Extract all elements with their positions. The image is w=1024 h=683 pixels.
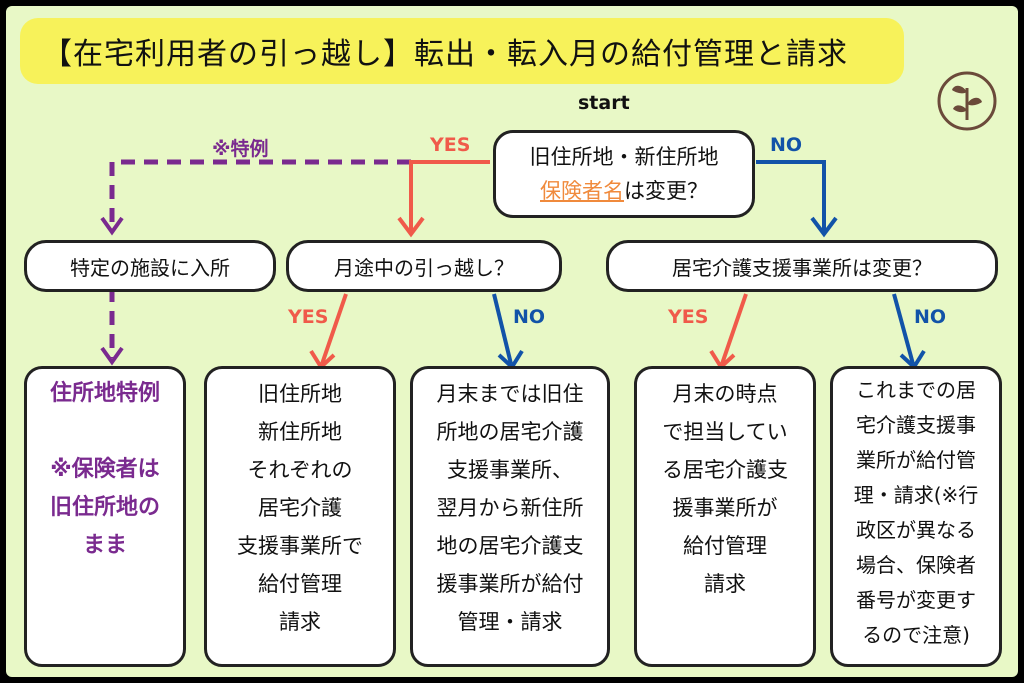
label-tokurei: ※特例	[212, 138, 269, 160]
result-line: 住所地特例	[49, 381, 160, 406]
result-previous-office: これまでの居 宅介護支援事 業所が給付管 理・請求(※行 政区が異なる 場合、保…	[830, 366, 1002, 667]
result-line: ※保険者は	[50, 457, 160, 482]
result-line: 援事業所が	[672, 496, 778, 520]
result-line: 新住所地	[258, 420, 342, 444]
label-no-3: NO	[914, 306, 947, 328]
result-line: 給付管理	[683, 534, 767, 558]
result-line: 支援事業所、	[447, 458, 573, 482]
question-mid-month-move: 月途中の引っ越し？	[286, 240, 562, 292]
result-line: 地の居宅介護支	[436, 534, 584, 558]
result-line: るので注意)	[862, 623, 970, 647]
result-line: 政区が異なる	[856, 518, 976, 542]
diagram-frame: 【在宅利用者の引っ越し】転出・転入月の給付管理と請求	[6, 6, 1018, 677]
result-line: 所地の居宅介護	[436, 420, 584, 444]
result-until-month-end: 月末までは旧住 所地の居宅介護 支援事業所、 翌月から新住所 地の居宅介護支 援…	[410, 366, 610, 667]
result-tokurei: 住所地特例 ※保険者は 旧住所地の まま	[24, 366, 186, 667]
result-line: 給付管理	[258, 572, 342, 596]
result-line: まま	[82, 533, 127, 558]
label-no-1: NO	[770, 134, 803, 156]
label-yes-2: YES	[288, 306, 329, 328]
result-line: 場合、保険者	[856, 553, 976, 577]
result-end-of-month-office: 月末の時点 で担当してい る居宅介護支 援事業所が 給付管理 請求	[634, 366, 816, 667]
result-line	[27, 413, 183, 451]
question-line1: 旧住所地・新住所地	[529, 145, 719, 169]
label-yes-1: YES	[430, 134, 471, 156]
label-no-2: NO	[513, 306, 546, 328]
result-line: 宅介護支援事	[856, 413, 976, 437]
node-facility-admission: 特定の施設に入所	[24, 240, 276, 292]
question-line2: 保険者名は変更？	[540, 174, 708, 208]
insurer-name-highlight: 保険者名	[540, 179, 624, 203]
question-office-change: 居宅介護支援事業所は変更？	[606, 240, 998, 292]
result-line: これまでの居	[856, 378, 976, 402]
result-line: 請求	[279, 610, 321, 634]
result-line: 月末までは旧住	[436, 382, 584, 406]
page-title: 【在宅利用者の引っ越し】転出・転入月の給付管理と請求	[20, 18, 904, 84]
result-both-offices: 旧住所地 新住所地 それぞれの 居宅介護 支援事業所で 給付管理 請求	[204, 366, 396, 667]
result-line: 居宅介護	[258, 496, 342, 520]
result-line: で担当してい	[662, 420, 788, 444]
result-line: 番号が変更す	[856, 588, 976, 612]
sprout-icon	[936, 70, 998, 132]
label-yes-3: YES	[668, 306, 709, 328]
result-line: 請求	[704, 572, 746, 596]
result-line: 理・請求(※行	[853, 483, 979, 507]
result-line: それぞれの	[247, 458, 353, 482]
result-line: 援事業所が給付	[436, 572, 584, 596]
result-line: 業所が給付管	[856, 448, 976, 472]
result-line: 月末の時点	[672, 382, 778, 406]
question-insurer-change: 旧住所地・新住所地 保険者名は変更？	[493, 130, 755, 218]
result-line: 旧住所地	[258, 382, 342, 406]
start-label: start	[578, 92, 630, 114]
result-line: 支援事業所で	[237, 534, 363, 558]
result-line: る居宅介護支	[662, 458, 788, 482]
question-line2-rest: は変更？	[624, 179, 708, 203]
result-line: 翌月から新住所	[436, 496, 584, 520]
result-line: 管理・請求	[457, 610, 563, 634]
result-line: 旧住所地の	[49, 495, 160, 520]
